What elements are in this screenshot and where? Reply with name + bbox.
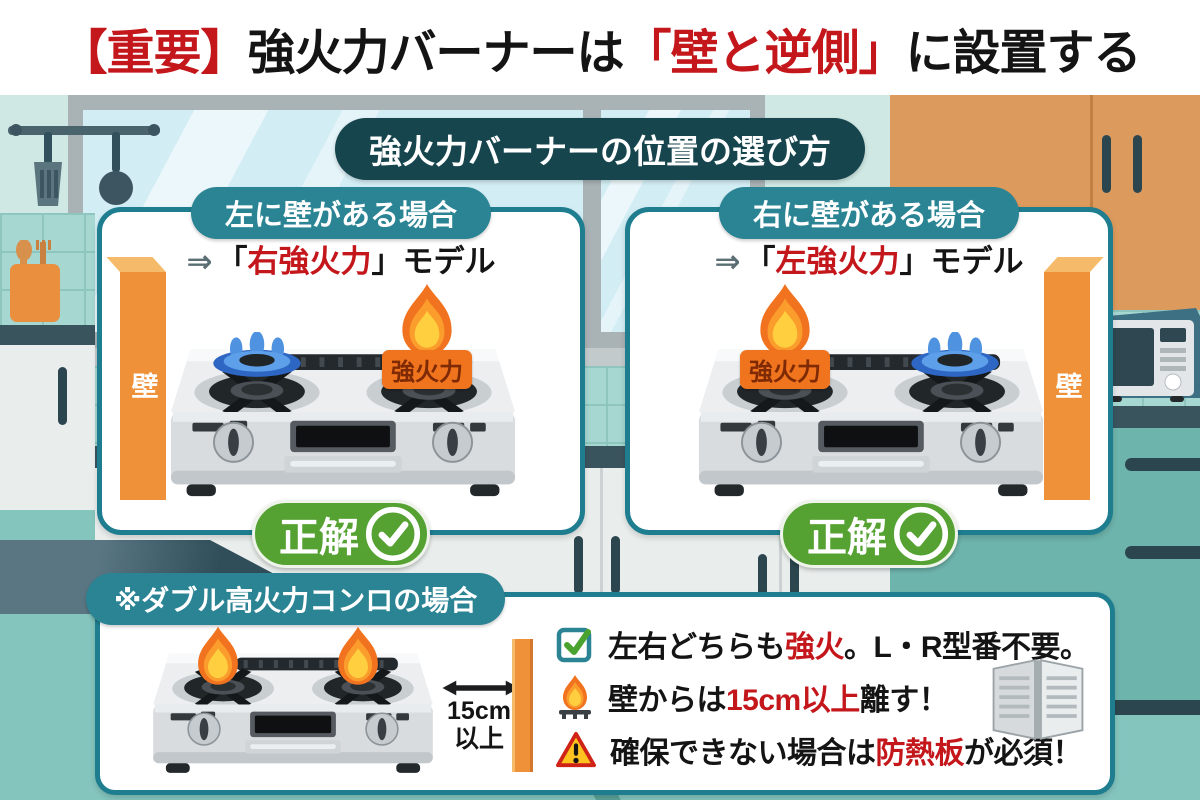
flame-grate-icon: [559, 675, 591, 719]
panel-bottom-header: ※ダブル高火力コンロの場合: [86, 573, 506, 625]
note-highlight: 強火: [785, 631, 845, 664]
panel-wall-right: 右に壁がある場合 ⇒「左強火力」モデル 壁 強火力 正解: [625, 187, 1113, 568]
flame-icon: [402, 284, 452, 356]
wall-block: [512, 639, 533, 772]
note-highlight: 15cm以上: [726, 684, 860, 717]
model-suffix: 」モデル: [371, 244, 496, 279]
title-highlight: 「壁と逆側」: [623, 27, 907, 80]
page-title: 【重要】強火力バーナーは「壁と逆側」に設置する: [0, 13, 1200, 83]
checkbox-check-icon: [556, 627, 592, 663]
bracket-open: 「: [744, 244, 776, 279]
panel-wall-left: 左に壁がある場合 ⇒「右強火力」モデル 壁 強火力 正解: [97, 187, 585, 568]
note-post: 。L・R型番不要。: [844, 631, 1090, 664]
double-arrow-icon: [442, 680, 520, 696]
panel-right-header: 右に壁がある場合: [718, 187, 1020, 239]
cabinet-handle: [611, 536, 620, 594]
correct-badge: 正解: [780, 500, 958, 568]
note-text: 壁からは15cm以上離す！: [608, 675, 949, 719]
cabinet-handle: [1102, 135, 1111, 193]
title-bar: [0, 0, 1200, 95]
note-pre: 壁からは: [608, 684, 727, 717]
warning-triangle-icon: [556, 731, 596, 768]
notes-list: 左右どちらも強火。L・R型番不要。 壁からは15cm以上離す！: [555, 619, 1103, 778]
distance-unit: 以上: [453, 725, 504, 753]
arrow-right-icon: ⇒: [714, 244, 741, 279]
hanging-utensils: [8, 124, 160, 206]
left-cabinet: [0, 345, 95, 510]
cabinet-gap: [779, 468, 782, 715]
panel-left-header: 左に壁がある場合: [190, 187, 492, 239]
flame-icon: [198, 626, 238, 685]
model-name: 右強火力: [247, 244, 372, 279]
correct-badge: 正解: [252, 500, 430, 568]
model-name: 左強火力: [775, 244, 900, 279]
left-counter: [0, 325, 95, 345]
cabinet-gap: [1090, 95, 1093, 310]
section-banner: 強火力バーナーの位置の選び方: [335, 118, 865, 180]
correct-label: 正解: [279, 516, 359, 560]
distance-value: 15cm: [447, 697, 511, 725]
note-post: が必須！: [964, 737, 1083, 770]
drawer-handle: [1125, 458, 1200, 471]
title-important-tag: 【重要】: [59, 27, 248, 80]
heat-shield-icon: [992, 659, 1084, 740]
panel-right-model-line: ⇒「左強火力」モデル: [630, 236, 1108, 281]
arrow-right-icon: ⇒: [186, 244, 213, 279]
note-highlight: 防熱板: [875, 737, 965, 770]
list-item: 確保できない場合は防熱板が必須！: [555, 725, 1103, 775]
drawer-handle: [1125, 546, 1200, 559]
cabinet-handle: [58, 367, 67, 425]
note-pre: 左右どちらも: [608, 631, 786, 664]
utensil-cup: [10, 240, 60, 322]
cabinet-handle: [574, 536, 583, 594]
cabinet-handle: [790, 554, 799, 612]
cabinet-gap: [600, 468, 603, 715]
list-item: 壁からは15cm以上離す！: [555, 672, 1103, 722]
correct-label: 正解: [807, 516, 887, 560]
note-post: 離す！: [859, 684, 949, 717]
flame-icon: [338, 626, 378, 685]
high-power-badge: 強火力: [382, 350, 472, 389]
cabinet-handle: [758, 554, 767, 612]
high-power-badge: 強火力: [740, 350, 830, 389]
wall-block: 壁: [120, 272, 166, 500]
cabinet-handle: [1133, 135, 1142, 193]
wall-label: 壁: [1051, 371, 1082, 401]
stove-illustration: [152, 652, 434, 774]
distance-label: 15cm 以上: [436, 697, 522, 753]
panel-double-burner: ※ダブル高火力コンロの場合 15cm 以上 左右どちらも強火。L・R型番不要。: [86, 573, 1115, 795]
blue-flame-icon: [213, 332, 301, 377]
list-item: 左右どちらも強火。L・R型番不要。: [555, 619, 1103, 669]
flame-icon: [760, 284, 810, 356]
note-text: 確保できない場合は防熱板が必須！: [610, 728, 1083, 772]
title-part2: に設置する: [905, 27, 1142, 80]
title-part1: 強火力バーナーは: [247, 27, 624, 80]
wall-label: 壁: [127, 371, 158, 401]
note-text: 左右どちらも強火。L・R型番不要。: [608, 622, 1090, 666]
checkmark-circle-icon: [365, 506, 421, 562]
blue-flame-icon: [911, 332, 999, 377]
panel-left-model-line: ⇒「右強火力」モデル: [102, 236, 580, 281]
microwave: [1098, 308, 1200, 402]
note-pre: 確保できない場合は: [610, 737, 876, 770]
checkmark-circle-icon: [893, 506, 949, 562]
wall-block: 壁: [1044, 272, 1090, 500]
model-suffix: 」モデル: [899, 244, 1024, 279]
bracket-open: 「: [216, 244, 248, 279]
